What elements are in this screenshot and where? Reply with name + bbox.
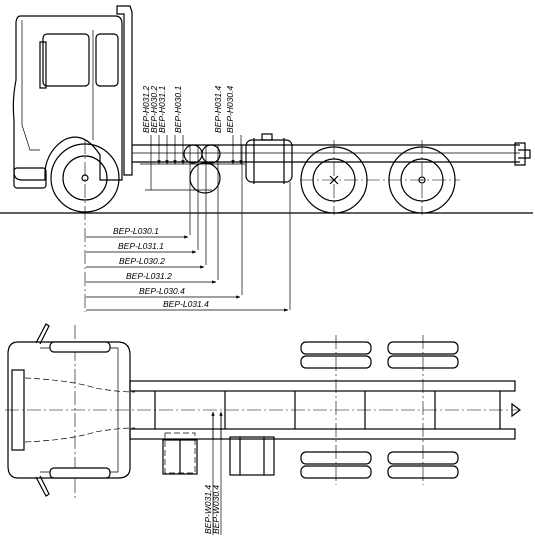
front-wheel-top-right [49, 467, 111, 479]
cab-front-panel [21, 20, 40, 151]
label-bep-h031-4: BEP-H031.4 [213, 85, 223, 133]
width-dimensions [211, 411, 223, 535]
exhaust-stack [116, 5, 133, 176]
label-bep-l031-2: BEP-L031.2 [126, 271, 172, 281]
air-tank-2 [201, 144, 221, 164]
label-bep-l030-2: BEP-L030.2 [119, 256, 165, 266]
top-view: BEP-W031.4 BEP-W030.4 [5, 323, 521, 535]
fuel-tank-top [229, 436, 275, 476]
mirror-top-left [35, 323, 50, 345]
label-bep-l031-4: BEP-L031.4 [163, 299, 209, 309]
cab-windshield [11, 369, 25, 451]
cab [12, 15, 123, 181]
label-bep-l030-4: BEP-L030.4 [139, 286, 185, 296]
label-bep-l030-1: BEP-L030.1 [113, 226, 159, 236]
air-tank-1 [183, 144, 203, 164]
label-bep-l031-1: BEP-L031.1 [118, 241, 164, 251]
front-wheel-top-left [49, 341, 111, 353]
mirror [39, 41, 47, 89]
label-bep-h031-2: BEP-H031.2 [141, 85, 151, 133]
length-dimensions [86, 235, 289, 312]
cab-window-right [95, 33, 119, 87]
cab-top [7, 341, 131, 479]
label-bep-h031-1: BEP-H031.1 [157, 85, 167, 133]
fuel-tank [245, 139, 293, 183]
rear-hitch-top [511, 402, 521, 418]
cross-members [154, 391, 501, 429]
rear-coupling [514, 142, 531, 166]
front-wheel-rim [62, 155, 108, 201]
length-reference-lines [189, 145, 291, 310]
label-bep-w030-4: BEP-W030.4 [211, 485, 221, 534]
frame-rail-bottom [129, 428, 516, 440]
fuel-cap [261, 133, 273, 141]
side-view: BEP-H031.2 BEP-H030.2 BEP-H031.1 BEP-H03… [0, 5, 533, 312]
label-bep-h030-4: BEP-H030.4 [225, 85, 235, 133]
mirror-top-right [35, 475, 50, 497]
label-bep-h030-2: BEP-H030.2 [149, 85, 159, 133]
frame-rail-top [129, 380, 516, 392]
cab-window-left [42, 33, 90, 87]
label-bep-w031-4: BEP-W031.4 [203, 485, 213, 534]
battery-drum [189, 162, 221, 194]
label-bep-h030-1: BEP-H030.1 [173, 85, 183, 133]
frame-hidden-curve-top [24, 377, 136, 393]
front-bumper [13, 167, 47, 189]
height-dimensions [140, 135, 245, 191]
frame-hidden-curve-bottom [24, 427, 136, 443]
